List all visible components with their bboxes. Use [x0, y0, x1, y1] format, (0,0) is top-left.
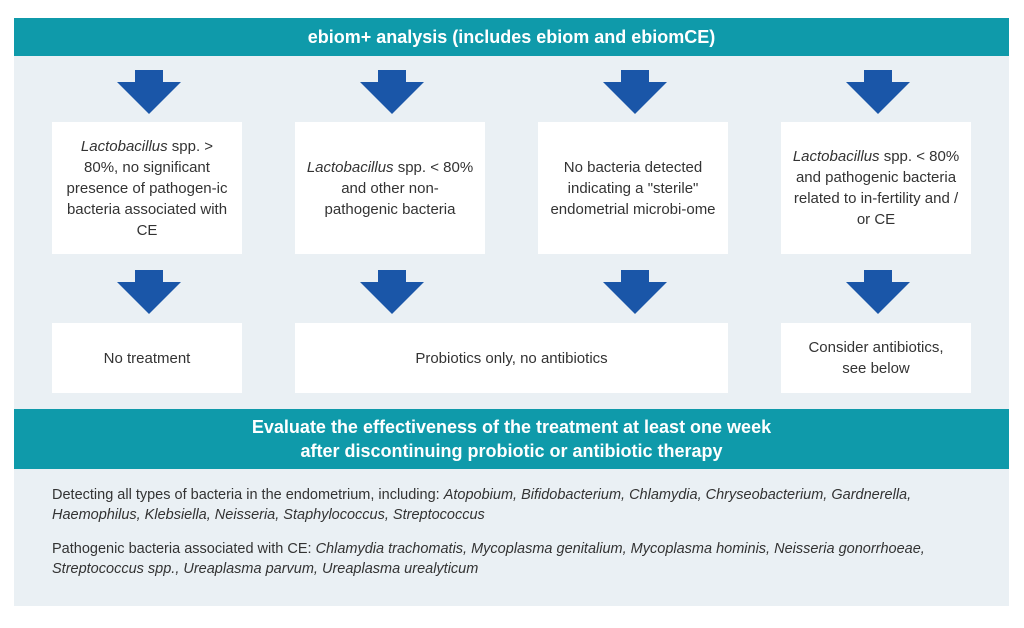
down-arrow-icon	[846, 270, 910, 314]
treatment-text: No treatment	[103, 349, 191, 367]
finding-box-lactobacillus-low: Lactobacillus spp. < 80% and other non-p…	[295, 122, 485, 254]
header-title: ebiom+ analysis (includes ebiom and ebio…	[307, 26, 716, 47]
pathogenic-note: Pathogenic bacteria associated with CE: …	[52, 541, 925, 577]
treatment-text: Probiotics only, no antibiotics	[415, 349, 608, 367]
treatment-box-probiotics: Probiotics only, no antibiotics	[295, 323, 728, 393]
finding-text: Lactobacillus spp. > 80%, no significant…	[66, 137, 228, 239]
finding-box-lactobacillus-high: Lactobacillus spp. > 80%, no significant…	[52, 122, 242, 254]
down-arrow-icon	[117, 70, 181, 114]
down-arrow-icon	[117, 270, 181, 314]
finding-box-sterile: No bacteria detected indicating a "steri…	[538, 122, 728, 254]
evaluate-line-1: Evaluate the effectiveness of the treatm…	[251, 417, 772, 437]
header-title-bar: ebiom+ analysis (includes ebiom and ebio…	[14, 18, 1009, 56]
treatment-box-antibiotics: Consider antibiotics, see below	[781, 323, 971, 393]
down-arrow-icon	[603, 270, 667, 314]
evaluate-bar: Evaluate the effectiveness of the treatm…	[14, 409, 1009, 469]
treatment-text: Consider antibiotics, see below	[808, 339, 944, 377]
down-arrow-icon	[603, 70, 667, 114]
evaluate-line-2: after discontinuing probiotic or antibio…	[300, 441, 723, 461]
finding-box-pathogenic: Lactobacillus spp. < 80% and pathogenic …	[781, 122, 971, 254]
down-arrow-icon	[360, 70, 424, 114]
notes-panel: Detecting all types of bacteria in the e…	[14, 469, 1009, 606]
treatment-box-none: No treatment	[52, 323, 242, 393]
finding-text: No bacteria detected indicating a "steri…	[550, 158, 716, 218]
finding-text: Lactobacillus spp. < 80% and other non-p…	[306, 158, 474, 218]
down-arrow-icon	[846, 70, 910, 114]
finding-text: Lactobacillus spp. < 80% and pathogenic …	[792, 148, 960, 228]
detecting-note: Detecting all types of bacteria in the e…	[52, 487, 912, 523]
down-arrow-icon	[360, 270, 424, 314]
